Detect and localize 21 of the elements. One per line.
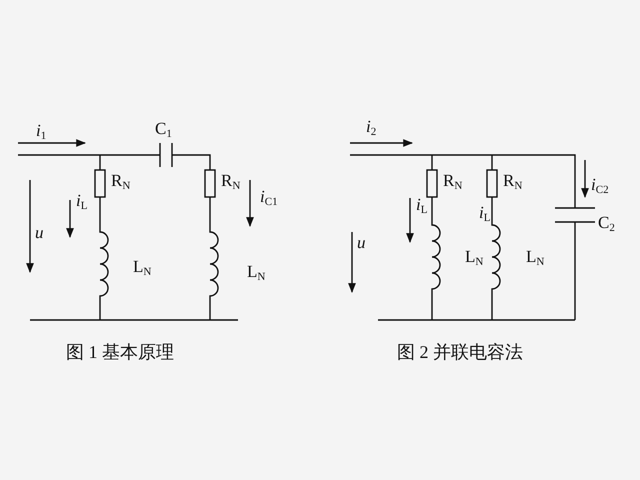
current-label: i$_{1}$ (36, 122, 46, 142)
component-label: R$_{N}$ (221, 172, 240, 192)
current-label: i$_{L}$ (416, 196, 428, 216)
component-label: L$_{N}$ (465, 248, 484, 268)
component-label: R$_{N}$ (503, 172, 522, 192)
component-label: R$_{N}$ (443, 172, 462, 192)
component-label: R$_{N}$ (111, 172, 130, 192)
current-label: i$_{C2}$ (591, 176, 609, 196)
voltage-label: u (35, 224, 44, 241)
figure-caption: 图 1 基本原理 (66, 343, 174, 361)
component-label: L$_{N}$ (526, 248, 544, 268)
figure-caption: 图 2 并联电容法 (397, 343, 523, 361)
component-label: C$_{1}$ (155, 120, 172, 140)
current-label: i$_{2}$ (366, 118, 376, 138)
current-label: i$_{C1}$ (260, 188, 278, 208)
voltage-label: u (357, 234, 366, 251)
component-label: L$_{N}$ (247, 263, 266, 283)
current-label: i$_{L}$ (479, 204, 490, 224)
component-label: L$_{N}$ (133, 258, 152, 278)
current-label: i$_{L}$ (76, 192, 88, 212)
component-label: C$_{2}$ (598, 214, 615, 234)
